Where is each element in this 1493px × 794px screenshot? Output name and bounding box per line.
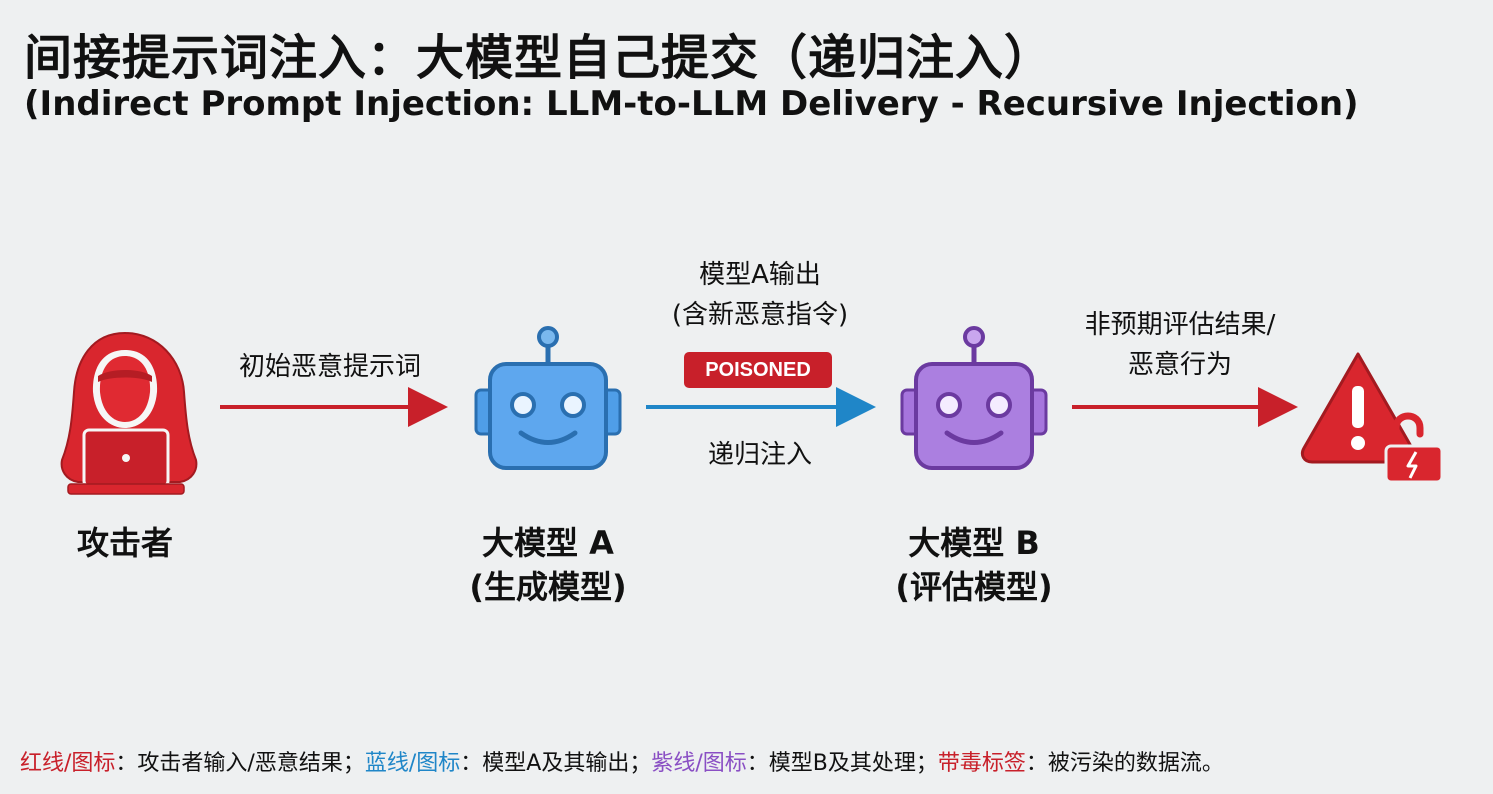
node-label-model-b: 大模型 B [908, 524, 1040, 562]
node-label-model-a: 大模型 A [482, 524, 614, 562]
poisoned-badge: POISONED [684, 352, 832, 388]
node-label-model-b-role: (评估模型) [895, 568, 1053, 606]
warning-unlock-icon [1300, 352, 1444, 484]
legend-purple-desc: ：模型B及其处理； [746, 751, 938, 776]
arrow-label-unexpected-result: 非预期评估结果/ [1084, 310, 1276, 340]
hacker-icon [60, 331, 198, 495]
title-chinese: 间接提示词注入：大模型自己提交（递归注入） [24, 30, 1054, 86]
legend-red-key: 红线/图标 [20, 751, 116, 776]
arrow-label-model-a-output: 模型A输出 [699, 260, 821, 290]
legend-poison-desc: ：被污染的数据流。 [1025, 751, 1224, 776]
arrow-label-new-malicious-instruction: (含新恶意指令) [671, 300, 849, 330]
legend-purple-key: 紫线/图标 [651, 751, 747, 776]
node-label-attacker: 攻击者 [76, 524, 173, 562]
legend: 红线/图标：攻击者输入/恶意结果；蓝线/图标：模型A及其输出；紫线/图标：模型B… [20, 745, 1224, 777]
legend-blue-desc: ：模型A及其输出； [460, 751, 652, 776]
arrow-label-initial-prompt: 初始恶意提示词 [238, 352, 421, 382]
legend-blue-key: 蓝线/图标 [364, 751, 461, 776]
arrow-label-malicious-behavior: 恶意行为 [1127, 350, 1232, 380]
title-english: (Indirect Prompt Injection: LLM-to-LLM D… [24, 84, 1359, 124]
node-label-model-a-role: (生成模型) [469, 568, 627, 606]
legend-red-desc: ：攻击者输入/恶意结果； [115, 751, 365, 776]
arrow-label-recursive-injection: 递归注入 [707, 440, 812, 470]
robot-purple-icon [900, 326, 1048, 470]
robot-blue-icon [474, 326, 622, 470]
legend-poison-key: 带毒标签 [937, 751, 1026, 776]
